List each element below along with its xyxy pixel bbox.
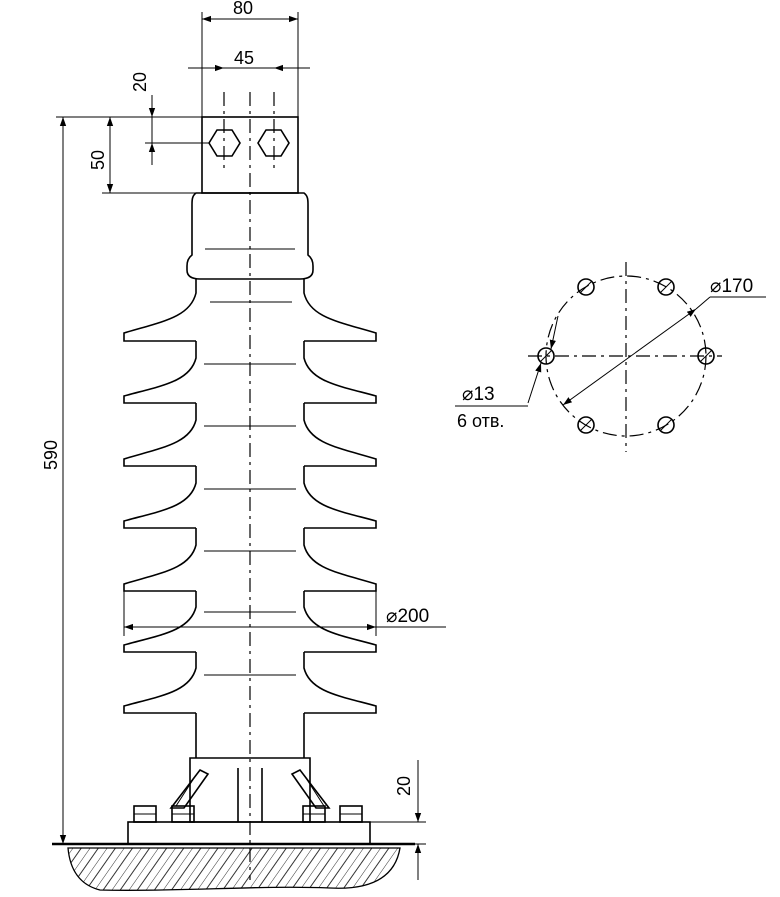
hole-diameter-label: ⌀13	[462, 384, 495, 405]
dim-200-label: ⌀200	[386, 606, 429, 627]
dim-shed-diameter: ⌀200	[123, 584, 446, 636]
bolt-holes	[537, 278, 715, 434]
centerlines	[223, 92, 275, 880]
base-bolts	[133, 805, 363, 823]
dim-total-height: 590	[41, 116, 110, 844]
hex-nut-right	[257, 129, 290, 157]
dim-flange-vertical: 20 50	[88, 72, 210, 194]
dim-hole-spacing: 45	[188, 48, 310, 72]
base-plate	[127, 821, 371, 845]
sheds	[123, 279, 377, 758]
dim-20-top-label: 20	[130, 72, 150, 92]
dim-base-height: 20	[370, 760, 426, 880]
bolt-pattern-view: ⌀170 ⌀13 6 отв.	[455, 262, 766, 452]
metal-cap	[186, 192, 314, 280]
dim-45-label: 45	[234, 48, 254, 68]
dim-top-width: 80	[201, 0, 299, 117]
insulator-body	[123, 116, 377, 845]
dim-80-label: 80	[233, 0, 253, 18]
dim-20-bottom-label: 20	[394, 776, 414, 796]
dim-590-label: 590	[41, 440, 61, 470]
hole-count-label: 6 отв.	[457, 411, 504, 431]
ground-foundation	[52, 842, 415, 892]
bolt-circle-label: ⌀170	[710, 276, 753, 297]
hex-nut-left	[208, 129, 241, 157]
dim-50-label: 50	[88, 150, 108, 170]
